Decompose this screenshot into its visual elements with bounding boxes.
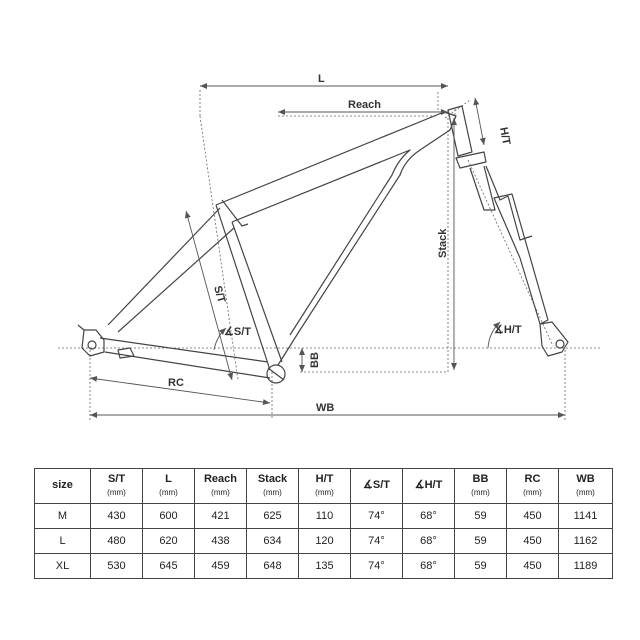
cell-l: 620	[142, 528, 195, 554]
cell-ht: 135	[298, 553, 351, 579]
cell-st: 530	[90, 553, 143, 579]
st-label: S/T	[211, 285, 227, 305]
col-bb: BB(mm)	[454, 468, 507, 504]
table-row: M 430 600 421 625 110 74° 68° 59 450 114…	[34, 503, 613, 529]
cell-st-angle: 74°	[350, 528, 403, 554]
cell-rc: 450	[506, 553, 559, 579]
col-rc: RC(mm)	[506, 468, 559, 504]
ht-angle-label: ∡H/T	[494, 324, 522, 336]
col-ht-angle: ∡H/T	[402, 468, 455, 504]
cell-size: M	[34, 503, 91, 529]
cell-stack: 648	[246, 553, 299, 579]
reach-label: Reach	[348, 99, 381, 111]
cell-bb: 59	[454, 528, 507, 554]
cell-reach: 438	[194, 528, 247, 554]
col-ht: H/T(mm)	[298, 468, 351, 504]
cell-stack: 634	[246, 528, 299, 554]
dimension-lines	[89, 83, 565, 418]
cell-ht-angle: 68°	[402, 503, 455, 529]
col-st-angle: ∡S/T	[350, 468, 403, 504]
table-header-row: size S/T(mm) L(mm) Reach(mm) Stack(mm) H…	[34, 468, 613, 504]
cell-ht-angle: 68°	[402, 528, 455, 554]
cell-wb: 1162	[558, 528, 613, 554]
cell-l: 600	[142, 503, 195, 529]
cell-ht: 120	[298, 528, 351, 554]
cell-st-angle: 74°	[350, 503, 403, 529]
table-row: L 480 620 438 634 120 74° 68° 59 450 116…	[34, 528, 613, 554]
cell-wb: 1189	[558, 553, 613, 579]
cell-st: 430	[90, 503, 143, 529]
cell-size: XL	[34, 553, 91, 579]
col-st: S/T(mm)	[90, 468, 143, 504]
geometry-table: size S/T(mm) L(mm) Reach(mm) Stack(mm) H…	[34, 468, 613, 579]
cell-st: 480	[90, 528, 143, 554]
cell-reach: 421	[194, 503, 247, 529]
col-size: size	[34, 468, 91, 504]
cell-size: L	[34, 528, 91, 554]
cell-bb: 59	[454, 503, 507, 529]
col-stack: Stack(mm)	[246, 468, 299, 504]
cell-l: 645	[142, 553, 195, 579]
cell-bb: 59	[454, 553, 507, 579]
col-reach: Reach(mm)	[194, 468, 247, 504]
cell-st-angle: 74°	[350, 553, 403, 579]
bike-frame	[77, 105, 569, 384]
col-wb: WB(mm)	[558, 468, 613, 504]
cell-ht: 110	[298, 503, 351, 529]
cell-rc: 450	[506, 528, 559, 554]
cell-rc: 450	[506, 503, 559, 529]
ht-label: H/T	[497, 126, 512, 146]
cell-stack: 625	[246, 503, 299, 529]
col-l: L(mm)	[142, 468, 195, 504]
wb-label: WB	[316, 402, 334, 414]
bike-geometry-diagram: L Reach H/T Stack S/T ∡S/T ∡H/T BB RC WB	[58, 73, 600, 420]
st-angle-label: ∡S/T	[224, 326, 251, 338]
table-row: XL 530 645 459 648 135 74° 68° 59 450 11…	[34, 553, 613, 579]
cell-ht-angle: 68°	[402, 553, 455, 579]
stack-label: Stack	[437, 228, 449, 258]
rc-label: RC	[168, 377, 184, 389]
l-label: L	[318, 73, 325, 85]
cell-wb: 1141	[558, 503, 613, 529]
bb-label: BB	[309, 352, 321, 368]
cell-reach: 459	[194, 553, 247, 579]
